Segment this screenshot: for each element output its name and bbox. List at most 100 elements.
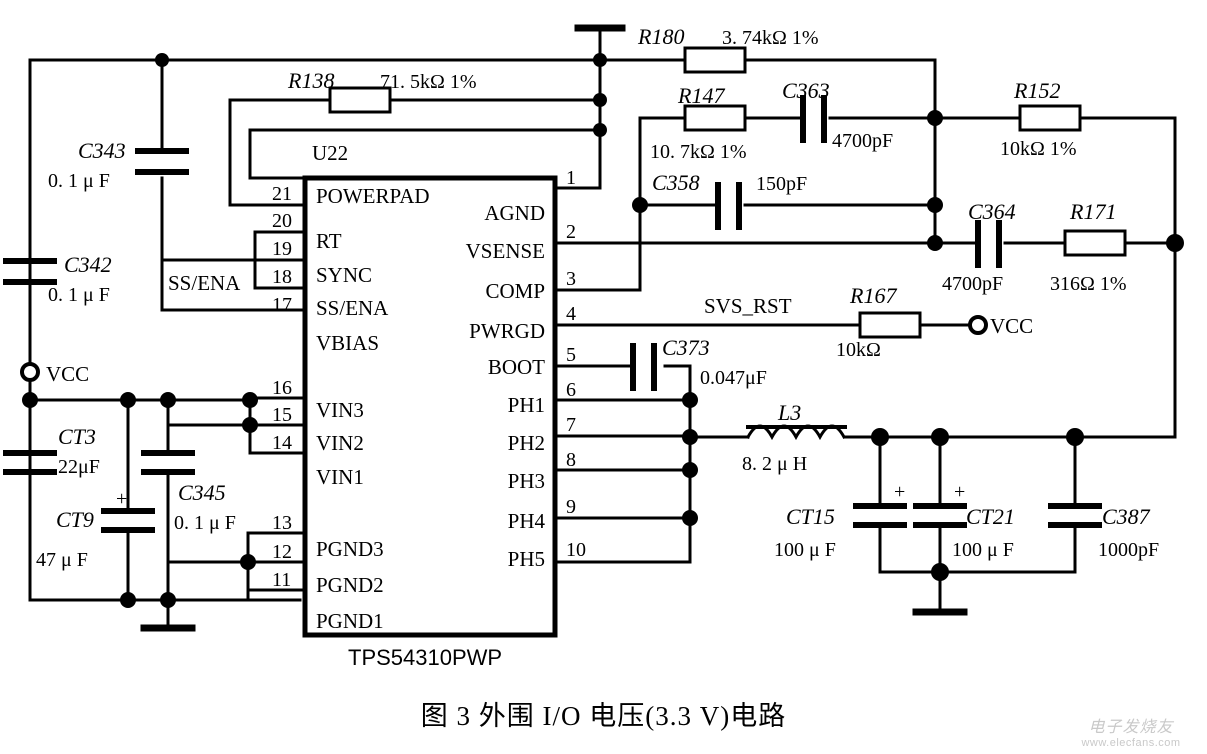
ref-c358: C358: [652, 170, 700, 195]
cap-c343-plates: [135, 148, 189, 175]
dot-ct21-node: [931, 428, 949, 446]
net-label-ss-ena: SS/ENA: [168, 271, 241, 295]
dot-vcc-node: [22, 392, 38, 408]
pin-number-10: 10: [566, 539, 586, 561]
value-c364: 4700pF: [942, 273, 1003, 295]
pin-number-17: 17: [272, 294, 292, 316]
polarity-ct15: +: [894, 481, 905, 503]
cap-ct21-plates: [913, 503, 967, 528]
ref-c387: C387: [1102, 504, 1151, 529]
pin-number-16: 16: [272, 377, 292, 399]
pin-label-ph4: PH4: [508, 509, 546, 533]
ref-c363: C363: [782, 78, 830, 103]
dot-vsense-node: [927, 235, 943, 251]
pin-number-7: 7: [566, 414, 576, 436]
dot-ct15-node: [871, 428, 889, 446]
pin-label-sync: SYNC: [316, 263, 372, 287]
ref-r171: R171: [1069, 199, 1116, 224]
value-r180: 3. 74kΩ 1%: [722, 27, 819, 49]
cap-ct15-plates: [853, 503, 907, 528]
value-c373: 0.047μF: [700, 367, 767, 389]
ref-c343: C343: [78, 138, 126, 163]
net-label-vcc-right: VCC: [990, 314, 1033, 338]
dot-vin2: [242, 417, 258, 433]
pin-number-14: 14: [272, 432, 292, 454]
watermark: 电子发烧友 www.elecfans.com: [1061, 719, 1201, 750]
dot-c343-top: [155, 53, 169, 67]
pin-label-vbias: VBIAS: [316, 331, 379, 355]
pin-label-pgnd1: PGND1: [316, 609, 384, 633]
pin-label-agnd: AGND: [484, 201, 545, 225]
dot-top-bus-100: [593, 93, 607, 107]
resistor-r147-body: [683, 104, 747, 132]
cap-c358-plates: [715, 182, 742, 230]
pin-label-vin3: VIN3: [316, 398, 364, 422]
junction-dots: [22, 53, 1184, 608]
cap-c387-plates: [1048, 503, 1102, 528]
ref-r147: R147: [677, 83, 725, 108]
dot-c387-node: [1066, 428, 1084, 446]
pin-label-ssena: SS/ENA: [316, 296, 389, 320]
resistor-r152-body: [1018, 104, 1082, 132]
pin-label-powerpad: POWERPAD: [316, 184, 430, 208]
value-l3: 8. 2 μ H: [742, 453, 807, 475]
value-r152: 10kΩ 1%: [1000, 138, 1077, 160]
pin-label-vin1: VIN1: [316, 465, 364, 489]
value-ct3: 22μF: [58, 456, 100, 478]
ic-part-number: TPS54310PWP: [348, 645, 502, 670]
cap-c342-plates: [3, 258, 57, 285]
dot-top-bus-60: [593, 53, 607, 67]
dot-ct9-top: [120, 392, 136, 408]
resistor-r167-body: [858, 311, 922, 339]
pin-number-6: 6: [566, 379, 576, 401]
resistor-r171-body: [1063, 229, 1127, 257]
dot-vin3: [242, 392, 258, 408]
ref-r138: R138: [287, 68, 334, 93]
pin-number-15: 15: [272, 404, 292, 426]
pin-number-11: 11: [272, 569, 291, 591]
pin-label-vin2: VIN2: [316, 431, 364, 455]
polarity-ct21: +: [954, 481, 965, 503]
pin-number-12: 12: [272, 541, 292, 563]
value-r138: 71. 5kΩ 1%: [380, 71, 477, 93]
value-c343: 0. 1 μ F: [48, 170, 110, 192]
watermark-brand: 电子发烧友: [1088, 718, 1174, 736]
ic-designator: U22: [312, 141, 348, 165]
pin-label-ph5: PH5: [508, 547, 545, 571]
value-ct21: 100 μ F: [952, 539, 1014, 561]
ref-ct3: CT3: [58, 424, 96, 449]
cap-ct9-plates: [101, 508, 155, 533]
dot-ph3: [682, 462, 698, 478]
dot-ph4: [682, 510, 698, 526]
pin-number-13: 13: [272, 512, 292, 534]
value-c387: 1000pF: [1098, 539, 1159, 561]
pin-label-comp: COMP: [485, 279, 545, 303]
pin-number-1: 1: [566, 167, 576, 189]
ref-r180: R180: [637, 24, 684, 49]
pin-number-19: 19: [272, 238, 292, 260]
pin-label-ph3: PH3: [508, 469, 545, 493]
value-ct9: 47 μ F: [36, 549, 88, 571]
value-c363: 4700pF: [832, 130, 893, 152]
dot-ph2: [682, 429, 698, 445]
dot-gnd-c345: [160, 592, 176, 608]
pin-number-20: 20: [272, 210, 292, 232]
pin-number-21: 21: [272, 183, 292, 205]
watermark-url: www.elecfans.com: [1081, 737, 1181, 750]
value-c345: 0. 1 μ F: [174, 512, 236, 534]
pin-number-18: 18: [272, 266, 292, 288]
figure-caption: 图 3 外围 I/O 电压(3.3 V)电路: [420, 701, 787, 731]
pin-number-5: 5: [566, 344, 576, 366]
polarity-ct9: +: [116, 488, 127, 510]
pin-number-9: 9: [566, 496, 576, 518]
ref-ct15: CT15: [786, 504, 835, 529]
pin-label-pgnd3: PGND3: [316, 537, 384, 561]
dot-r152-node: [927, 110, 943, 126]
ref-ct21: CT21: [966, 504, 1015, 529]
pin-number-2: 2: [566, 221, 576, 243]
cap-ct3-plates: [3, 450, 57, 475]
pin-label-ph2: PH2: [508, 431, 545, 455]
ref-l3: L3: [777, 400, 801, 425]
